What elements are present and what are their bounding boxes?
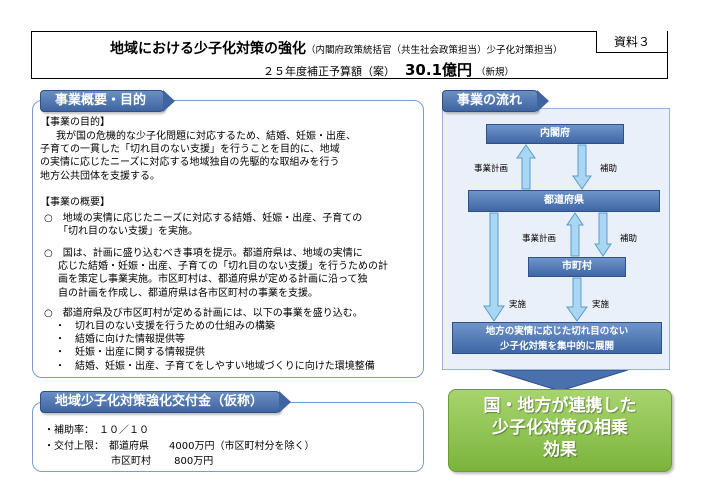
document-label: 資料３ xyxy=(596,31,668,53)
summary-line: 画を策定し事業実施。市区町村は、都道府県が定める計画に沿って独 xyxy=(58,274,368,286)
flow-label-subsidy-2: 補助 xyxy=(620,234,638,244)
summary-heading: 【事業の概要】 xyxy=(40,197,110,208)
header-box: 地域における少子化対策の強化（内閣府政策統括官（共生社会政策担当）少子化対策担当… xyxy=(31,31,668,79)
flow-tab: 事業の流れ xyxy=(442,90,549,112)
deploy-line: 少子化対策を集中的に展開 xyxy=(499,341,614,352)
node-municipality: 市町村 xyxy=(528,257,626,277)
result-line: 少子化対策の相乗 xyxy=(492,418,628,438)
flow-label-plan-2: 事業計画 xyxy=(522,234,557,244)
flow-label-plan: 事業計画 xyxy=(474,164,509,174)
result-box: 国・地方が連携した 少子化対策の相乗 効果 xyxy=(448,389,672,472)
purpose-heading: 【事業の目的】 xyxy=(40,117,110,128)
deploy-line: 地方の実情に応じた切れ目のない xyxy=(485,326,629,337)
page-title-sub: （内閣府政策統括官（共生社会政策担当）少子化対策担当） xyxy=(306,45,563,56)
arrow-implement-pref-icon xyxy=(483,212,505,322)
summary-line: ○ 国は、計画に盛り込むべき事項を提示。都道府県は、地域の実情に xyxy=(44,248,363,259)
purpose-line: の実情に応じたニーズに対応する地域独自の先駆的な取組みを行う xyxy=(40,157,340,169)
list-item: ・ 結婚に向けた情報提供等 xyxy=(55,334,185,346)
result-line: 効果 xyxy=(543,440,577,460)
summary-item-3: ○ 都道府県及び市区町村が定める計画には、以下の事業を盛り込む。 xyxy=(44,308,363,319)
purpose-text: 我が国の危機的な少子化問題に対応するため、結婚、妊娠・出産、 子育ての一貫した「… xyxy=(40,130,356,183)
budget-note: （新規） xyxy=(476,67,515,78)
grant-tab: 地域少子化対策強化交付金（仮称） xyxy=(40,391,291,413)
page-title-main: 地域における少子化対策の強化 xyxy=(110,41,306,57)
flow-label-implement-1: 実施 xyxy=(509,300,527,310)
summary-item-1: ○ 地域の実情に応じたニーズに対応する結婚、妊娠・出産、子育ての 「切れ目のない… xyxy=(44,212,362,238)
page-title: 地域における少子化対策の強化（内閣府政策統括官（共生社会政策担当）少子化対策担当… xyxy=(110,38,563,58)
node-deployment: 地方の実情に応じた切れ目のない 少子化対策を集中的に展開 xyxy=(452,322,662,354)
summary-line: 自の計画を作成し、都道府県は各市区町村の事業を支援。 xyxy=(58,287,318,299)
list-item: ・ 結婚、妊娠・出産、子育てをしやすい地域づくりに向けた環境整備 xyxy=(55,360,375,372)
summary-line: ○ 地域の実情に応じたニーズに対応する結婚、妊娠・出産、子育ての xyxy=(44,213,363,224)
summary-line: 「切れ目のない支援」を実施。 xyxy=(58,226,198,238)
list-item: ・ 妊娠・出産に関する情報提供 xyxy=(55,347,205,359)
arrow-plan-up-icon xyxy=(516,144,536,190)
purpose-line: 我が国の危機的な少子化問題に対応するため、結婚、妊娠・出産、 xyxy=(56,131,356,142)
grant-limit-municipality: 市区町村 800万円 xyxy=(111,456,214,467)
node-cabinet-office: 内閣府 xyxy=(486,124,624,144)
grant-limit-prefecture: ・交付上限： 都道府県 4000万円（市区町村分を除く） xyxy=(44,441,315,452)
big-down-arrow-icon xyxy=(492,370,628,392)
purpose-line: 子育ての一貫した「切れ目のない支援」を行うことを目的に、地域 xyxy=(40,144,340,156)
arrow-implement-muni-icon xyxy=(566,277,588,322)
list-item: ・ 切れ目のない支援を行うための仕組みの構築 xyxy=(55,321,275,332)
result-line: 国・地方が連携した xyxy=(483,396,637,416)
flow-label-subsidy: 補助 xyxy=(600,164,618,174)
node-prefecture: 都道府県 xyxy=(468,190,660,212)
arrow-subsidy-down-icon xyxy=(572,144,592,190)
arrow-subsidy-down-2-icon xyxy=(594,212,612,257)
grant-rate: ・補助率： １０／１０ xyxy=(44,425,149,436)
flow-label-implement-2: 実施 xyxy=(592,300,610,310)
budget-amount: 30.1億円 xyxy=(405,61,473,79)
overview-tab: 事業概要・目的 xyxy=(40,90,175,112)
arrow-plan-up-2-icon xyxy=(566,212,584,257)
purpose-line: 地方公共団体を支援する。 xyxy=(40,170,160,182)
bullet-list: ・ 切れ目のない支援を行うための仕組みの構築 ・ 結婚に向けた情報提供等 ・ 妊… xyxy=(55,320,375,373)
budget-label: ２５年度補正予算額（案） xyxy=(263,65,395,78)
budget-line: ２５年度補正予算額（案） 30.1億円（新規） xyxy=(263,59,514,80)
summary-item-2: ○ 国は、計画に盛り込むべき事項を提示。都道府県は、地域の実情に 応じた結婚・妊… xyxy=(44,247,388,300)
overview-box xyxy=(32,100,424,378)
summary-line: 応じた結婚・妊娠・出産、子育ての「切れ目のない支援」を行うための計 xyxy=(58,261,388,273)
